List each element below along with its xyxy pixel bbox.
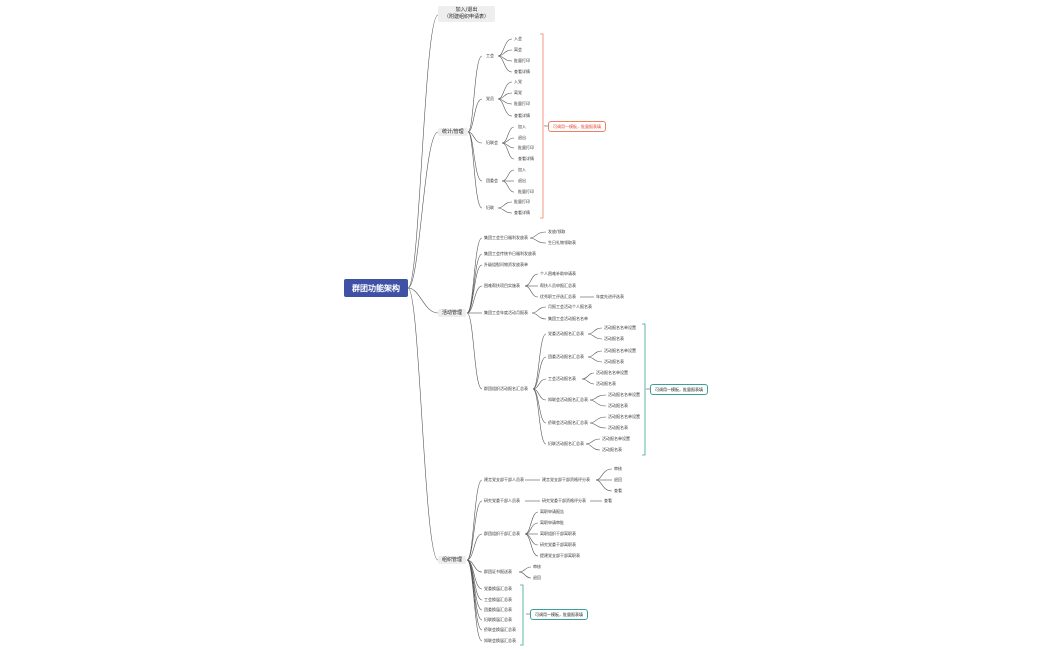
activity-a1[interactable]: 集团工会生日福利发放表	[484, 235, 528, 240]
org-o5-item[interactable]: 工会换届汇总表	[484, 597, 512, 602]
activity-group-item[interactable]: 活动报名表	[596, 381, 616, 386]
org-o4-item[interactable]: 退回	[533, 575, 541, 580]
activity-group-item[interactable]: 活动报名表	[604, 336, 624, 341]
activity-a1-item[interactable]: 发放/领取	[548, 229, 566, 234]
stats-other[interactable]: 妇联	[486, 205, 494, 210]
org-o5-item[interactable]: 妇联换届汇总表	[484, 617, 512, 622]
bracket-marks	[520, 33, 646, 646]
org-o1-item[interactable]: 退回	[614, 477, 622, 482]
org-node[interactable]: 组织管理	[438, 556, 467, 564]
activity-a4-subsub[interactable]: 年度先进评选表	[596, 294, 624, 299]
activity-a4-item[interactable]: 个人困难补助申请表	[540, 271, 576, 276]
stats-other-item[interactable]: 查看详情	[514, 210, 530, 215]
activity-group-item[interactable]: 活动报名名单设置	[608, 414, 640, 419]
stats-union-item[interactable]: 批量打印	[514, 58, 530, 63]
org-o3-item[interactable]: 研究党委干部离职表	[540, 542, 576, 547]
org-o4[interactable]: 群团证书报送表	[484, 569, 512, 574]
stats-youth-item[interactable]: 批量打印	[518, 189, 534, 194]
activity-group-item[interactable]: 活动报名表	[608, 425, 628, 430]
stats-note: 可调用一模板，批量报表填	[548, 121, 606, 132]
org-o2-item[interactable]: 查看	[604, 498, 612, 503]
activity-group-item[interactable]: 活动报名名单设置	[604, 348, 636, 353]
org-o4-item[interactable]: 审核	[533, 564, 541, 569]
org-o5-item[interactable]: 知联会换届汇总表	[484, 638, 516, 643]
org-o3-item[interactable]: 提建党支部干部离职表	[540, 553, 580, 558]
activity-node[interactable]: 活动管理	[438, 309, 467, 317]
stats-party[interactable]: 党员	[486, 96, 494, 101]
activity-group-item[interactable]: 活动报名名单设置	[608, 392, 640, 397]
stats-party-item[interactable]: 查看详情	[514, 113, 530, 118]
org-o2-mid[interactable]: 研究党委干部资格评分表	[542, 498, 586, 503]
join-exit-label: 加入/退出	[455, 7, 478, 13]
activity-a3[interactable]: 升级组慰问物资发放表单	[484, 262, 528, 267]
activity-group-item[interactable]: 活动报名表	[608, 403, 628, 408]
org-o3-item[interactable]: 离职申请审批	[540, 520, 564, 525]
org-o5-item[interactable]: 团委换届汇总表	[484, 607, 512, 612]
activity-group[interactable]: 党委活动报名汇总表	[548, 331, 584, 336]
stats-youth[interactable]: 团委会	[486, 178, 498, 183]
activity-group[interactable]: 妇联活动报名汇总表	[548, 441, 584, 446]
activity-a2[interactable]: 集团工会传统节日福利发放表	[484, 251, 536, 256]
stats-youth-item[interactable]: 退出	[518, 178, 526, 183]
stats-node[interactable]: 统计/管理	[438, 128, 468, 136]
org-o1-mid[interactable]: 建言党支部干部资格评分表	[542, 477, 590, 482]
stats-women-item[interactable]: 批量打印	[518, 145, 534, 150]
stats-women-item[interactable]: 查看详情	[518, 156, 534, 161]
org-o3[interactable]: 群团组织干部汇总表	[484, 531, 520, 536]
activity-a5[interactable]: 集团工会年度活动月报表	[484, 310, 528, 315]
activity-a6[interactable]: 群团组织活动报名汇总表	[484, 386, 528, 391]
activity-group-item[interactable]: 活动报名名单设置	[604, 325, 636, 330]
activity-group-item[interactable]: 活动报名表	[602, 447, 622, 452]
activity-a5-item[interactable]: 月报工会活动个人报名表	[548, 304, 592, 309]
join-exit-sublabel: （附建组织申请表）	[444, 14, 490, 20]
activity-a4-sub[interactable]: 优秀职工评选汇总表	[540, 294, 576, 299]
root-node[interactable]: 群团功能架构	[344, 279, 408, 297]
activity-group[interactable]: 知联会活动报名汇总表	[548, 397, 588, 402]
org-o5-item[interactable]: 侨联会换届汇总表	[484, 627, 516, 632]
org-o1-item[interactable]: 审核	[614, 466, 622, 471]
activity-group[interactable]: 侨联会活动报名汇总表	[548, 420, 588, 425]
activity-group-item[interactable]: 活动报名名单设置	[596, 370, 628, 375]
stats-women-item[interactable]: 退出	[518, 135, 526, 140]
stats-party-item[interactable]: 批量打印	[514, 101, 530, 106]
stats-union-item[interactable]: 离会	[514, 47, 522, 52]
org-o1-item[interactable]: 查看	[614, 488, 622, 493]
activity-a1-item[interactable]: 生日礼物领取表	[548, 240, 576, 245]
org-o3-item[interactable]: 离职组织干部离职表	[540, 531, 576, 536]
org-note: 可调用一模板，批量报表填	[530, 609, 588, 620]
activity-group[interactable]: 团委活动报名汇总表	[548, 354, 584, 359]
activity-a5-item[interactable]: 集团工会活动报名名单	[548, 316, 588, 321]
activity-note: 可调用一模板，批量报表填	[650, 384, 708, 395]
stats-union-item[interactable]: 查看详情	[514, 69, 530, 74]
org-o5-item[interactable]: 党委换届汇总表	[484, 586, 512, 591]
activity-group-item[interactable]: 活动报名单设置	[602, 436, 630, 441]
org-o1[interactable]: 建言党支部干部人员表	[484, 477, 524, 482]
stats-party-item[interactable]: 离党	[514, 90, 522, 95]
join-exit-node[interactable]: 加入/退出 （附建组织申请表）	[438, 6, 496, 22]
activity-group-item[interactable]: 活动报名表	[604, 359, 624, 364]
activity-a4[interactable]: 困难帮扶项目实施表	[484, 283, 520, 288]
activity-group[interactable]: 工会活动报名表	[548, 376, 576, 381]
activity-a4-item[interactable]: 帮扶人员申报汇总表	[540, 283, 576, 288]
stats-other-item[interactable]: 批量打印	[514, 199, 530, 204]
stats-union-item[interactable]: 入会	[514, 36, 522, 41]
stats-party-item[interactable]: 入党	[514, 79, 522, 84]
stats-youth-item[interactable]: 加入	[518, 167, 526, 172]
stats-women-item[interactable]: 加入	[518, 124, 526, 129]
stats-women[interactable]: 妇联会	[486, 140, 498, 145]
org-o2[interactable]: 研究党委干部人员表	[484, 498, 520, 503]
stats-union[interactable]: 工会	[486, 53, 494, 58]
org-o3-item[interactable]: 离职申请报告	[540, 509, 564, 514]
